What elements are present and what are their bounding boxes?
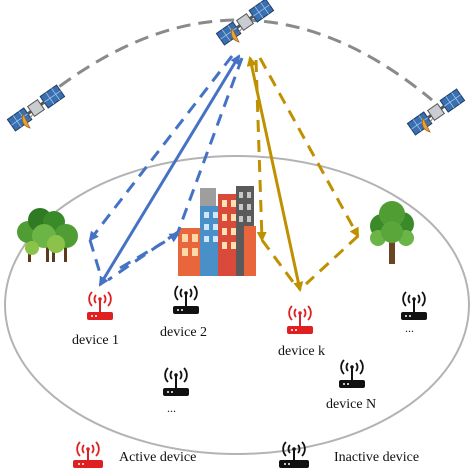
inactive-device-legend-label: Inactive device [334, 450, 419, 465]
device-k-label: device k [278, 344, 325, 359]
reflected-path-arrow [260, 239, 298, 287]
reflected-path-arrow [176, 57, 244, 233]
satellite-icon [6, 84, 66, 132]
device-2-label: device 2 [160, 325, 207, 340]
device-n-label: device N [326, 397, 376, 412]
active-device-legend-label: Active device [119, 450, 196, 465]
tree-icon [17, 208, 78, 262]
reflected-path-arrow [304, 234, 360, 286]
tree-icon [370, 201, 414, 264]
reflected-path-arrow [88, 239, 104, 281]
orbit-arc [41, 18, 433, 102]
wireless-router-icon [163, 367, 189, 396]
inactive-device-legend-icon [279, 441, 309, 468]
device-1-label: device 1 [72, 333, 119, 348]
reflected-path-arrow [254, 59, 267, 242]
wireless-router-icon [339, 359, 365, 388]
wireless-router-icon [87, 291, 113, 320]
reflected-path-arrow [258, 57, 360, 238]
ellipsis-mark: ... [167, 401, 176, 415]
wireless-router-icon [287, 305, 313, 334]
legend: Active device Inactive device [73, 441, 419, 468]
wireless-router-icon [401, 291, 427, 320]
active-device-legend-icon [73, 441, 103, 468]
reflected-path-arrow [119, 232, 180, 270]
wireless-router-icon [173, 285, 199, 314]
direct-link-arrow-device-1 [98, 54, 241, 287]
satellite-icon [406, 88, 466, 136]
ellipsis-mark: ... [405, 321, 414, 335]
direct-link-arrow-device-k [246, 56, 304, 292]
